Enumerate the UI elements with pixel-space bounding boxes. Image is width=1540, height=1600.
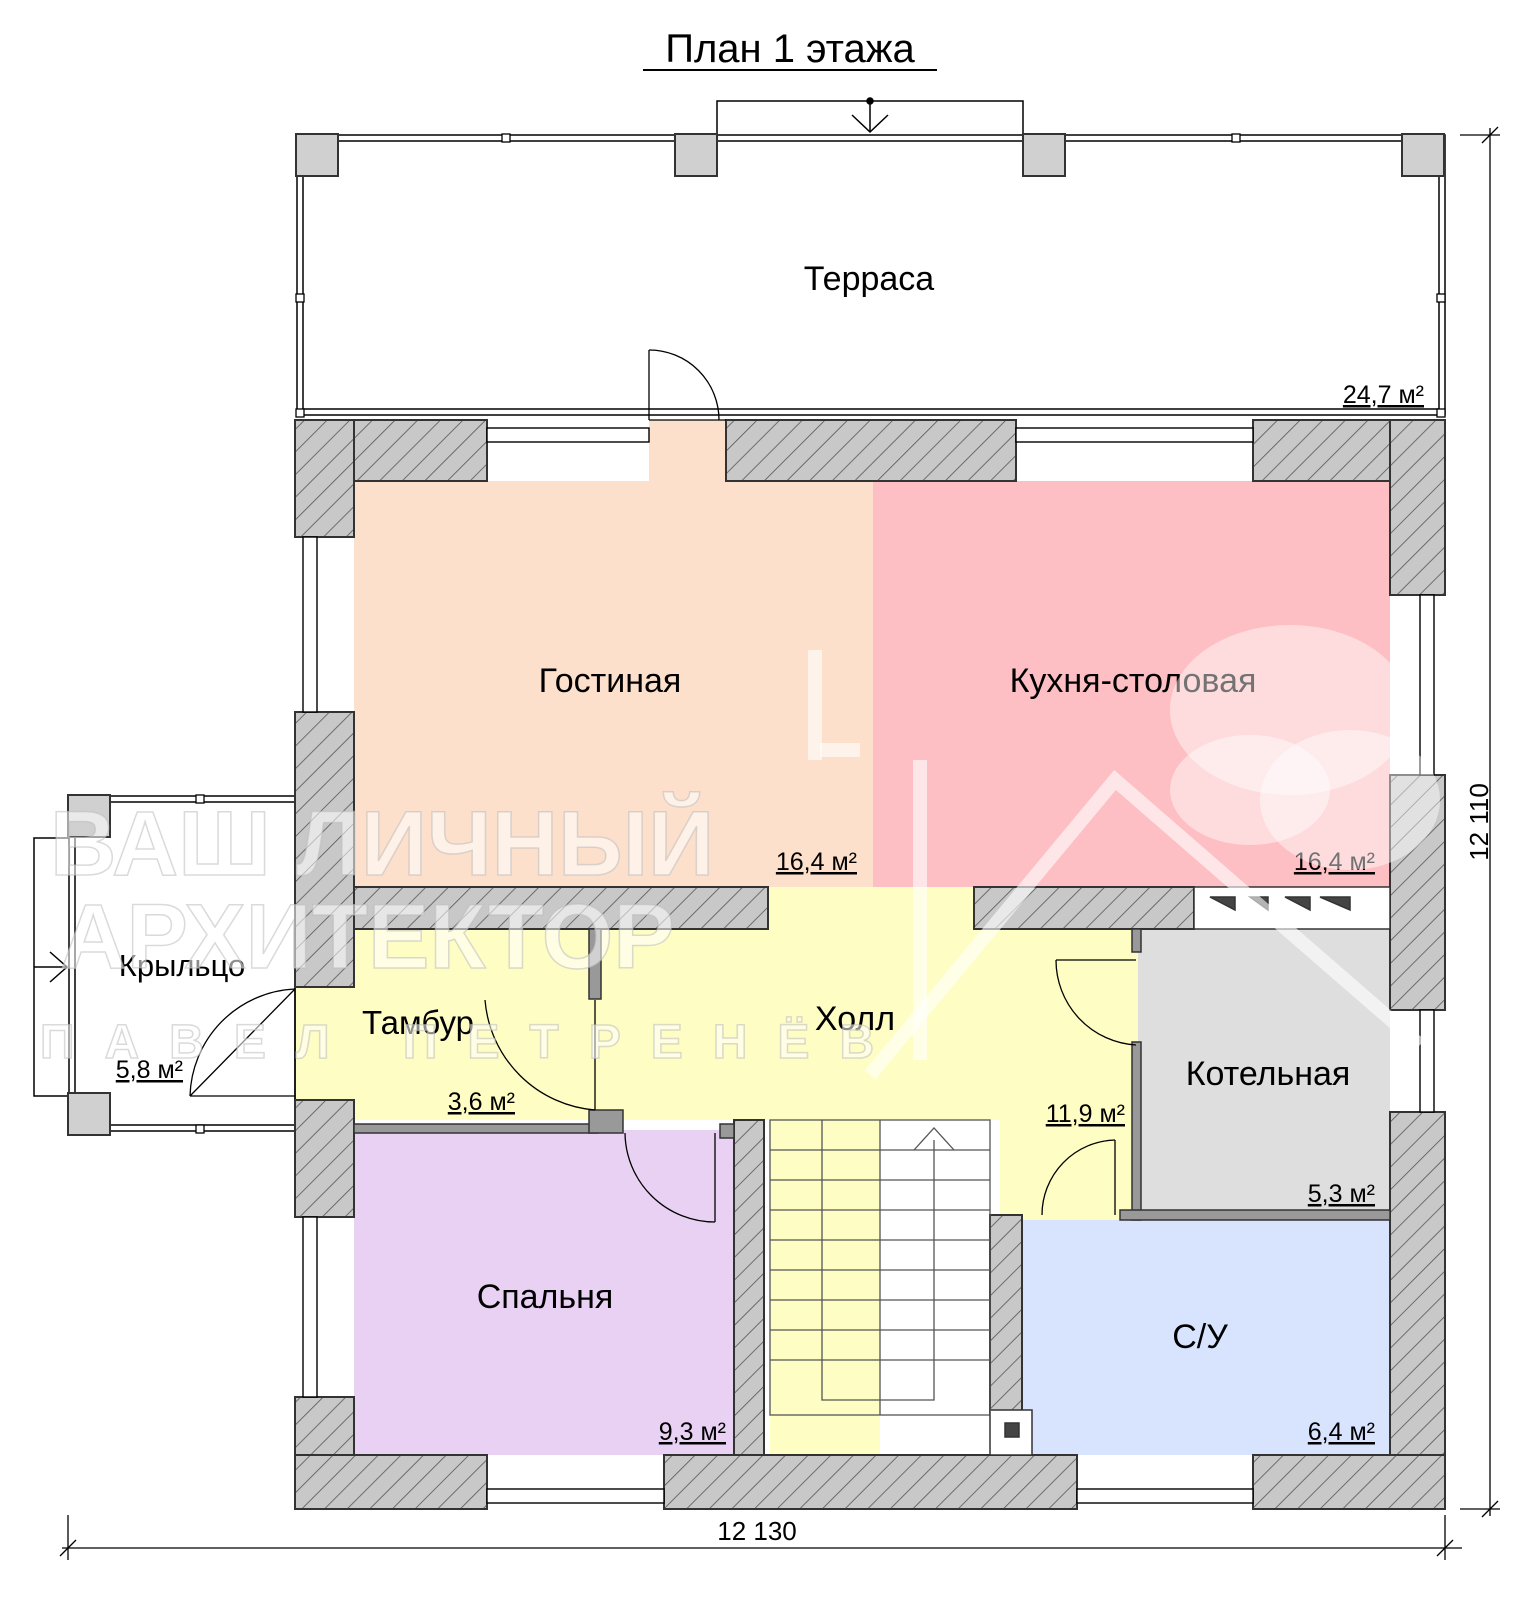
terrace-steps: [716, 97, 1024, 135]
room-name-kitchen: Кухня-столовая: [1010, 662, 1257, 700]
porch-steps: [33, 837, 69, 1097]
room-fill-kitchen: [873, 481, 1390, 887]
column-posts: [195, 133, 1446, 1134]
columns: [67, 133, 1445, 1136]
room-name-bathroom: С/У: [1172, 1318, 1228, 1356]
room-areas: 24,7 м² 16,4 м² 16,4 м² 5,8 м² 3,6 м² 11…: [116, 381, 1424, 1446]
watermark-line2: АРХИТЕКТОР: [60, 886, 675, 988]
kitchen-counter: [1193, 886, 1391, 930]
watermark-line3: ПАВЕЛ ПЕТРЕНЁВ: [40, 1016, 904, 1069]
plan-title: План 1 этажа: [665, 27, 915, 71]
dimension-width: 12 130: [717, 1516, 797, 1546]
dimension-lines: [59, 126, 1500, 1560]
room-name-hall: Холл: [815, 1000, 895, 1038]
interior-walls: [353, 886, 1195, 1456]
doors: [189, 349, 1137, 1223]
exterior-walls: [294, 419, 1446, 1510]
partitions: [353, 928, 1391, 1456]
room-area-boiler: 5,3 м²: [1308, 1180, 1375, 1208]
room-area-living: 16,4 м²: [776, 848, 857, 876]
room-fill-bedroom: [354, 1130, 734, 1455]
stairs: [769, 1119, 991, 1416]
room-area-kitchen: 16,4 м²: [1294, 848, 1375, 876]
room-area-hall: 11,9 м²: [1046, 1100, 1125, 1128]
room-name-bedroom: Спальня: [477, 1278, 614, 1316]
watermark-tree-icon: [1170, 625, 1440, 870]
room-area-porch: 5,8 м²: [116, 1056, 183, 1084]
watermark-line1: ВАШ ЛИЧНЫЙ: [50, 791, 714, 895]
room-name-terrace: Терраса: [804, 260, 934, 298]
room-fill-hall-lower: [1000, 1120, 1138, 1220]
room-fill-bath: [1022, 1220, 1390, 1455]
room-area-terrace: 24,7 м²: [1343, 381, 1424, 409]
room-name-boiler: Котельная: [1186, 1055, 1351, 1093]
watermark: ВАШ ЛИЧНЫЙ АРХИТЕКТОР ПАВЕЛ ПЕТРЕНЁВ: [39, 790, 904, 1070]
windows: [302, 427, 1435, 1504]
room-name-living: Гостиная: [539, 662, 682, 700]
room-area-bathroom: 6,4 м²: [1308, 1418, 1375, 1446]
watermark-house-icon: [808, 650, 1425, 1080]
room-name-porch: Крыльцо: [119, 948, 245, 983]
room-area-bedroom: 9,3 м²: [659, 1418, 726, 1446]
dimension-height: 12 110: [1464, 783, 1494, 861]
room-fill-stair: [770, 1120, 880, 1455]
terrace-outline: [296, 134, 1446, 416]
room-area-vestibule: 3,6 м²: [448, 1088, 515, 1116]
room-fill-living: [354, 481, 873, 887]
door-opening-terrace: [649, 420, 726, 481]
room-name-vestibule: Тамбур: [362, 1004, 474, 1041]
